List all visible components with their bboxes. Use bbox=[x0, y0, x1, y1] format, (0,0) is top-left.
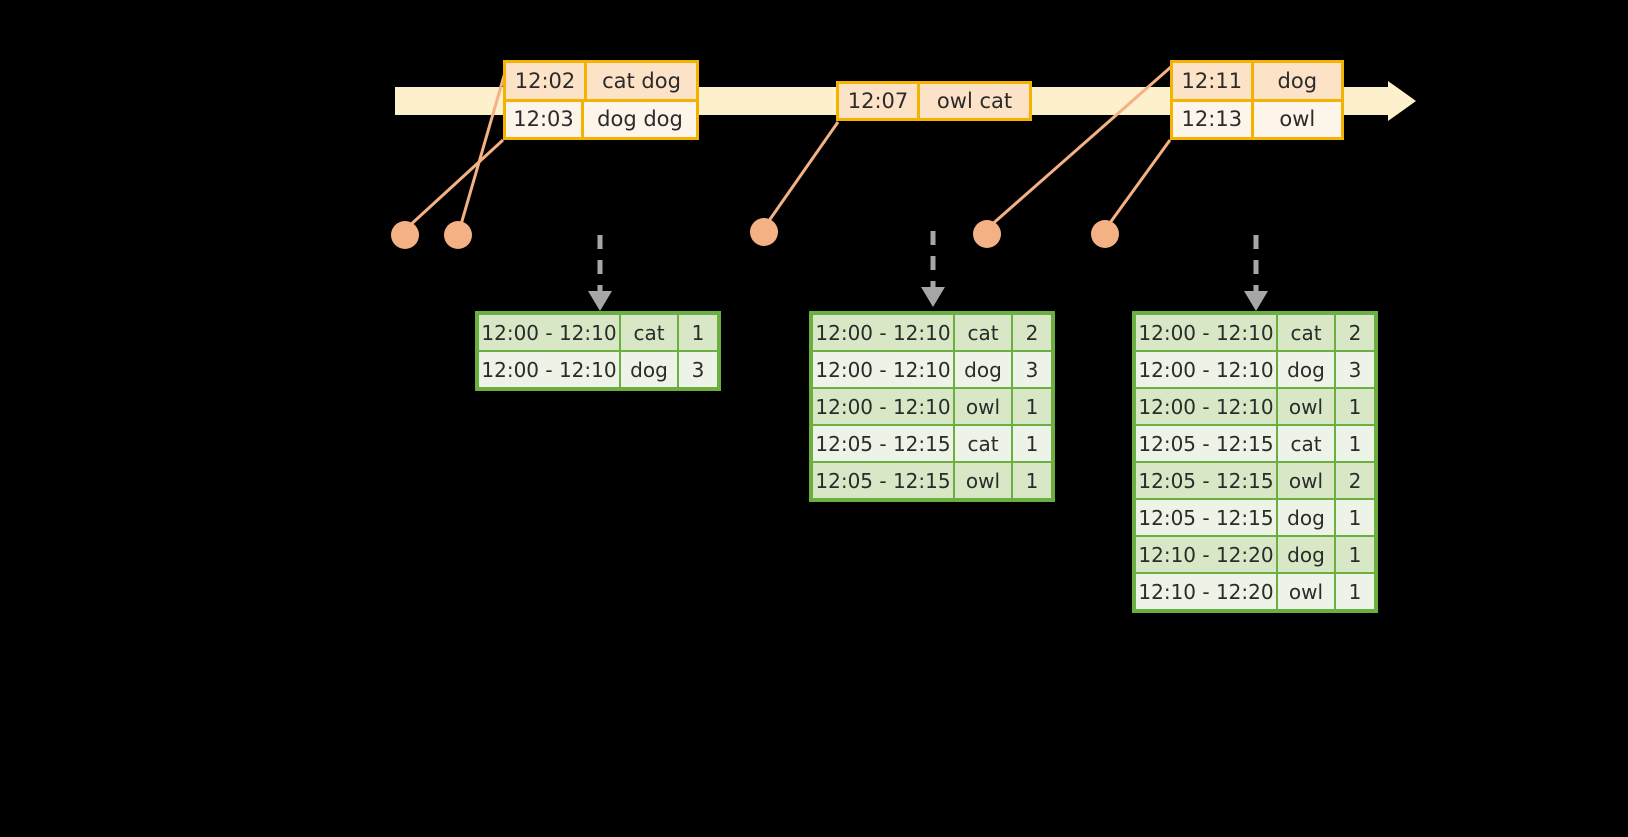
connector-line-1 bbox=[405, 138, 505, 230]
cell-count: 2 bbox=[1013, 315, 1051, 350]
cell-window: 12:05 - 12:15 bbox=[1136, 463, 1276, 498]
event-time: 12:07 bbox=[839, 84, 921, 118]
cell-window: 12:05 - 12:15 bbox=[813, 426, 953, 461]
timeline-arrowhead-icon bbox=[1388, 81, 1416, 121]
cell-window: 12:00 - 12:10 bbox=[479, 315, 619, 350]
cell-word: dog bbox=[621, 352, 677, 387]
event-dot-1 bbox=[391, 221, 419, 249]
cell-word: owl bbox=[955, 389, 1011, 424]
cell-count: 1 bbox=[1336, 426, 1374, 461]
cell-count: 3 bbox=[679, 352, 717, 387]
connector-line-5 bbox=[1105, 139, 1172, 228]
connector-line-3 bbox=[764, 121, 840, 226]
event-words: owl cat bbox=[920, 84, 1029, 118]
event-time: 12:03 bbox=[506, 101, 584, 137]
emit-arrowhead-1 bbox=[588, 291, 612, 311]
event-row[interactable]: 12:13 owl bbox=[1173, 98, 1341, 137]
event-dot-2 bbox=[444, 221, 472, 249]
event-words: owl bbox=[1253, 101, 1341, 137]
cell-count: 1 bbox=[1013, 463, 1051, 498]
cell-window: 12:00 - 12:10 bbox=[1136, 315, 1276, 350]
cell-count: 2 bbox=[1336, 463, 1374, 498]
cell-word: cat bbox=[955, 426, 1011, 461]
event-words: dog bbox=[1253, 63, 1341, 99]
cell-word: owl bbox=[1278, 389, 1334, 424]
event-words: cat dog bbox=[587, 63, 696, 99]
emit-arrows bbox=[597, 231, 1259, 292]
cell-word: dog bbox=[955, 352, 1011, 387]
cell-count: 1 bbox=[1336, 500, 1374, 535]
cell-window: 12:05 - 12:15 bbox=[813, 463, 953, 498]
cell-count: 1 bbox=[1013, 426, 1051, 461]
cell-word: owl bbox=[1278, 574, 1334, 609]
cell-word: dog bbox=[1278, 537, 1334, 572]
cell-count: 1 bbox=[1336, 574, 1374, 609]
cell-window: 12:10 - 12:20 bbox=[1136, 574, 1276, 609]
cell-word: cat bbox=[955, 315, 1011, 350]
event-row[interactable]: 12:11 dog bbox=[1173, 63, 1341, 99]
cell-count: 1 bbox=[679, 315, 717, 350]
cell-word: owl bbox=[955, 463, 1011, 498]
cell-window: 12:00 - 12:10 bbox=[813, 389, 953, 424]
cell-word: cat bbox=[1278, 426, 1334, 461]
cell-window: 12:00 - 12:10 bbox=[479, 352, 619, 387]
emit-arrowhead-2 bbox=[921, 287, 945, 307]
cell-window: 12:05 - 12:15 bbox=[1136, 426, 1276, 461]
cell-count: 2 bbox=[1336, 315, 1374, 350]
event-dot-5 bbox=[1091, 220, 1119, 248]
cell-count: 1 bbox=[1336, 537, 1374, 572]
event-words: dog dog bbox=[584, 101, 696, 137]
cell-window: 12:00 - 12:10 bbox=[813, 315, 953, 350]
cell-word: owl bbox=[1278, 463, 1334, 498]
event-group-3[interactable]: 12:11 dog 12:13 owl bbox=[1170, 60, 1344, 140]
event-group-1[interactable]: 12:02 cat dog 12:03 dog dog bbox=[503, 60, 699, 140]
event-time: 12:11 bbox=[1173, 63, 1254, 99]
event-row[interactable]: 12:03 dog dog bbox=[506, 98, 696, 137]
cell-window: 12:00 - 12:10 bbox=[1136, 389, 1276, 424]
emit-arrowheads bbox=[588, 287, 1268, 311]
cell-window: 12:00 - 12:10 bbox=[1136, 352, 1276, 387]
event-time: 12:13 bbox=[1173, 101, 1254, 137]
event-row[interactable]: 12:02 cat dog bbox=[506, 63, 696, 99]
cell-window: 12:10 - 12:20 bbox=[1136, 537, 1276, 572]
cell-count: 1 bbox=[1013, 389, 1051, 424]
cell-count: 3 bbox=[1336, 352, 1374, 387]
event-time: 12:02 bbox=[506, 63, 588, 99]
cell-window: 12:05 - 12:15 bbox=[1136, 500, 1276, 535]
cell-word: dog bbox=[1278, 500, 1334, 535]
event-dot-4 bbox=[973, 220, 1001, 248]
cell-window: 12:00 - 12:10 bbox=[813, 352, 953, 387]
event-dots bbox=[391, 218, 1119, 249]
emit-arrowhead-3 bbox=[1244, 291, 1268, 311]
cell-word: cat bbox=[1278, 315, 1334, 350]
cell-count: 1 bbox=[1336, 389, 1374, 424]
event-dot-3 bbox=[750, 218, 778, 246]
event-row[interactable]: 12:07 owl cat bbox=[839, 84, 1029, 118]
cell-word: cat bbox=[621, 315, 677, 350]
cell-word: dog bbox=[1278, 352, 1334, 387]
cell-count: 3 bbox=[1013, 352, 1051, 387]
event-group-2[interactable]: 12:07 owl cat bbox=[836, 81, 1032, 121]
